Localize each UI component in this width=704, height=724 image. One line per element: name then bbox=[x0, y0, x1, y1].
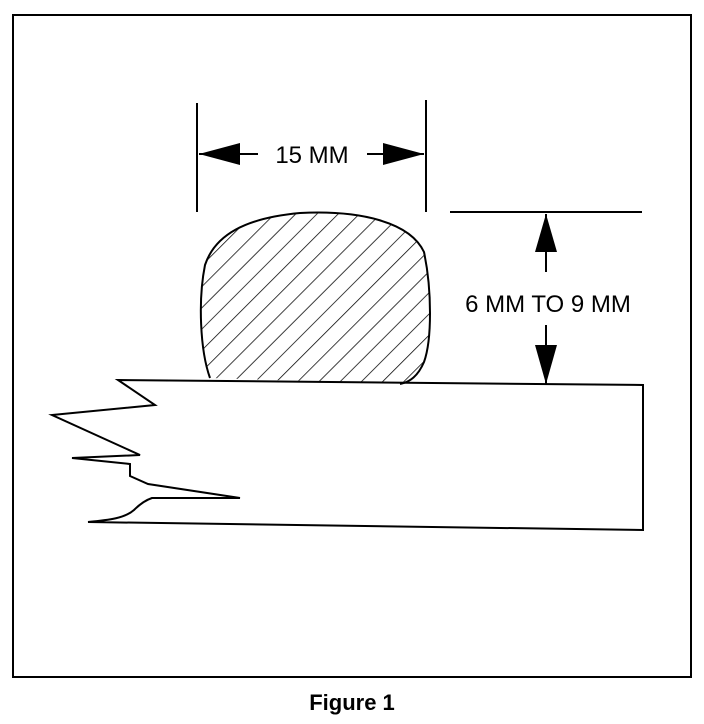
width-dimension: 15 MM bbox=[196, 100, 427, 212]
width-label: 15 MM bbox=[275, 142, 348, 169]
height-arrow-up bbox=[535, 214, 557, 252]
width-arrow-right bbox=[383, 143, 424, 165]
height-arrow-down bbox=[535, 345, 557, 384]
board-outline bbox=[48, 378, 644, 532]
hatched-bead bbox=[199, 211, 431, 385]
figure-caption: Figure 1 bbox=[309, 690, 395, 715]
figure-frame bbox=[12, 14, 692, 678]
height-label: 6 MM TO 9 MM bbox=[465, 291, 631, 318]
width-arrow-left bbox=[199, 143, 240, 165]
height-dimension: 6 MM TO 9 MM bbox=[450, 211, 642, 384]
